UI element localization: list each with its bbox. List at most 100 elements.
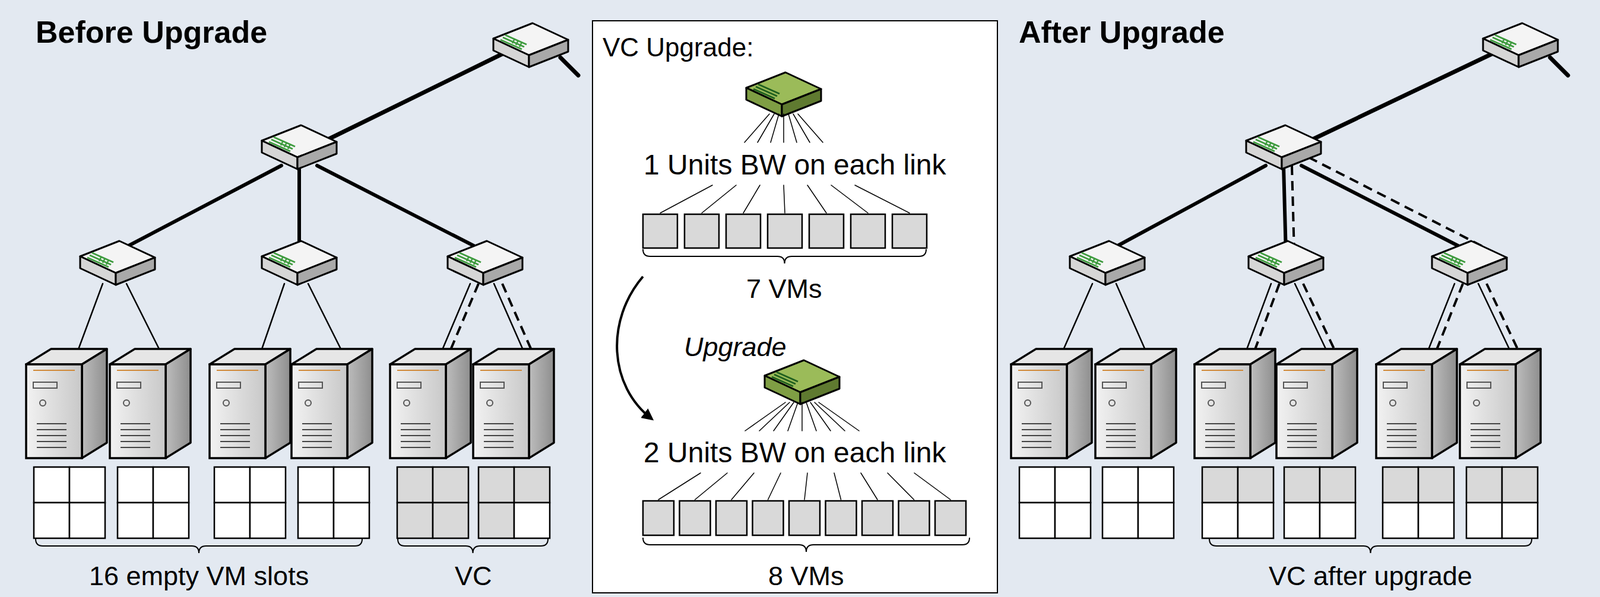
count-label: 7 VMs	[746, 274, 823, 304]
fan-line	[806, 402, 817, 432]
bracket	[397, 539, 548, 554]
link-line	[502, 283, 533, 353]
vm-slot	[249, 467, 286, 503]
panel-heading: VC Upgrade:	[602, 33, 997, 62]
vm-slot	[117, 467, 154, 503]
server-icon	[1095, 349, 1177, 459]
panel-title: After Upgrade	[1018, 15, 1225, 50]
switch-icon	[1246, 125, 1321, 170]
vm-slot	[214, 467, 250, 503]
switch-icon	[80, 241, 155, 285]
link-line	[1291, 165, 1295, 255]
link-line	[126, 283, 161, 353]
vm-slot	[1237, 467, 1274, 503]
vm-slot	[432, 467, 469, 503]
vm-box	[935, 501, 966, 536]
panel-title: Before Upgrade	[35, 15, 268, 50]
link-line	[1308, 157, 1483, 247]
fan-line	[814, 402, 845, 432]
group-label: VC	[454, 561, 493, 592]
switch-icon	[261, 125, 337, 170]
bandwidth-label: 1 Units BW on each link	[643, 149, 947, 182]
bracket	[1209, 539, 1532, 554]
vm-slot	[33, 502, 70, 539]
vm-slot	[478, 502, 515, 539]
fan-line	[914, 473, 951, 500]
server-icon	[209, 349, 291, 459]
fan-line	[701, 185, 737, 214]
link-line	[560, 57, 579, 76]
vm-slot	[1138, 467, 1174, 503]
fan-line	[745, 402, 786, 432]
panel-ground	[591, 20, 998, 594]
fan-line	[658, 473, 701, 500]
fan-line	[801, 402, 803, 432]
server-icon	[1376, 349, 1457, 459]
link-line	[1435, 283, 1463, 353]
switch-icon	[493, 23, 569, 68]
link-line	[1294, 283, 1328, 353]
bandwidth-label: 2 Units BW on each link	[643, 437, 947, 470]
link-line	[260, 283, 285, 353]
panel-box: VC Upgrade:	[591, 20, 998, 594]
server-icon	[1459, 349, 1541, 459]
vm-slot	[1237, 502, 1274, 539]
vm-slot	[1319, 467, 1356, 503]
link-line	[1478, 283, 1511, 353]
link-line	[322, 51, 508, 142]
vm-slot	[1054, 502, 1091, 539]
vm-slot	[214, 502, 250, 539]
vm-box	[715, 501, 747, 536]
link-line	[317, 165, 491, 255]
switch-icon	[261, 241, 337, 285]
fan-line	[807, 185, 827, 214]
vm-slot	[1019, 502, 1055, 539]
fan-line	[773, 402, 794, 432]
switch-icon	[1483, 23, 1558, 68]
vm-slot	[153, 502, 189, 539]
fan-line	[797, 113, 823, 143]
arrow-label: Upgrade	[683, 332, 787, 363]
fan-line	[854, 185, 910, 214]
switch-icon	[1069, 241, 1145, 285]
fan-line	[783, 185, 785, 214]
group-label: 16 empty VM slots	[89, 561, 309, 592]
fan-line	[770, 113, 779, 143]
vm-slot	[1102, 467, 1139, 503]
link-line	[308, 283, 343, 353]
server-icon	[473, 349, 554, 459]
vm-slot	[1418, 502, 1454, 539]
vm-slot	[432, 502, 469, 539]
vm-slot	[1284, 467, 1320, 503]
server-icon	[291, 349, 373, 459]
link-line	[1550, 57, 1568, 76]
vm-slot	[1138, 502, 1174, 539]
bracket	[35, 539, 363, 554]
vm-slot	[333, 467, 370, 503]
link-line	[1253, 283, 1280, 353]
fan-line	[695, 473, 728, 500]
vm-slot	[298, 467, 334, 503]
vm-slot	[1502, 502, 1538, 539]
vm-slot	[333, 502, 370, 539]
server-icon	[109, 349, 191, 459]
fan-line	[834, 473, 842, 500]
vm-slot	[1466, 467, 1503, 503]
server-icon	[1276, 349, 1358, 459]
vm-box	[825, 501, 857, 536]
vm-box	[642, 501, 674, 536]
fan-line	[743, 185, 760, 214]
fan-line	[860, 473, 878, 500]
vm-box	[862, 501, 893, 536]
vm-slot	[514, 502, 550, 539]
fan-line	[660, 185, 713, 214]
vm-slot	[69, 502, 106, 539]
bracket	[642, 249, 927, 264]
vm-slot	[1466, 502, 1503, 539]
vm-box	[642, 214, 678, 249]
vm-box	[752, 501, 784, 536]
link-line	[1303, 283, 1336, 353]
link-line	[111, 165, 282, 255]
switch-icon	[1248, 241, 1324, 285]
vm-slot	[298, 502, 334, 539]
